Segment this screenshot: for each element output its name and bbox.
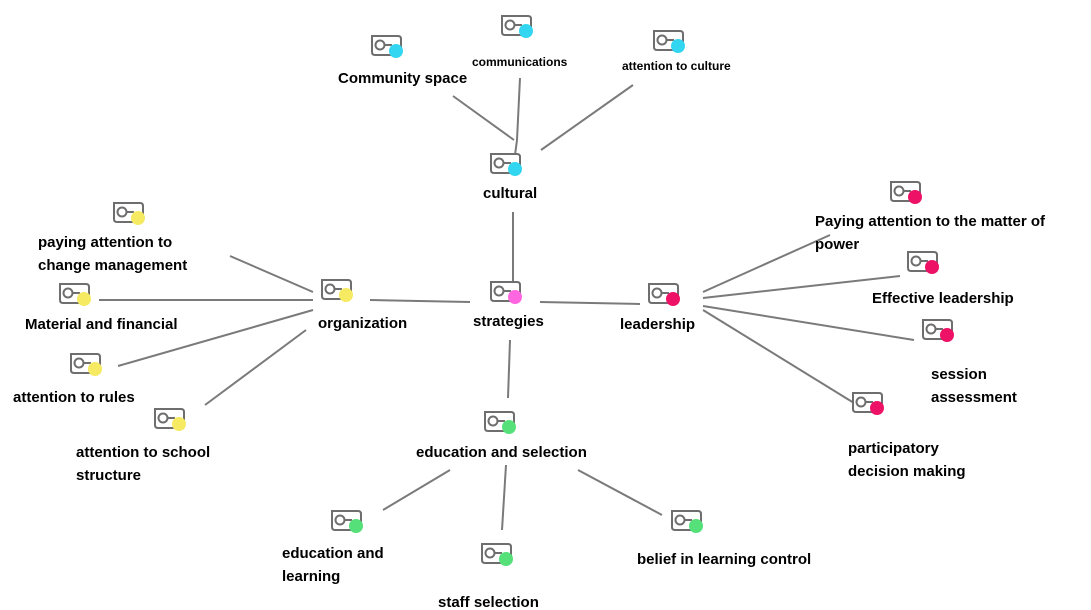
connector-line — [539, 301, 641, 305]
node-icon-leadership — [645, 278, 685, 310]
connector-line — [516, 77, 521, 141]
node-label-community-space: Community space — [338, 70, 468, 87]
node-label-material-and-financial: Material and financial — [25, 316, 178, 333]
node-label-organization: organization — [318, 315, 408, 332]
node-label-effective-leadership: Effective leadership — [872, 290, 1014, 307]
node-label-belief-in-learning-control: belief in learning control — [637, 551, 812, 568]
connector-line — [204, 329, 307, 406]
connector-line — [507, 339, 511, 399]
connector-line — [702, 275, 901, 299]
node-label-cultural: cultural — [483, 185, 538, 202]
node-icon-community-space — [368, 30, 408, 62]
connector-line — [702, 234, 831, 293]
node-label-education-and-learning: education and learning — [282, 545, 384, 585]
node-label-attention-to-culture: attention to culture — [622, 59, 731, 73]
node-label-education-and-selection: education and selection — [416, 444, 587, 461]
connector-line — [452, 95, 515, 141]
connector-line — [501, 464, 507, 531]
connector-line — [702, 305, 915, 341]
connector-line — [117, 309, 314, 367]
connector-line — [369, 299, 471, 303]
node-icon-education-and-learning — [328, 505, 368, 537]
node-label-session-assessment: session assessment — [931, 366, 1017, 406]
node-label-staff-selection: staff selection — [438, 594, 539, 610]
connector-line — [577, 469, 663, 516]
node-icon-belief-in-learning-control — [668, 505, 708, 537]
node-label-attention-to-rules: attention to rules — [13, 389, 135, 406]
connector-line — [540, 84, 634, 151]
connector-line — [229, 255, 314, 293]
connector-line — [382, 469, 451, 511]
node-icon-communications — [498, 10, 538, 42]
node-label-school-structure: attention to school structure — [76, 444, 211, 484]
node-icon-matter-of-power — [887, 176, 927, 208]
node-icon-strategies — [487, 276, 527, 308]
node-icon-material-and-financial — [56, 278, 96, 310]
node-label-change-management: paying attention to change management — [38, 234, 188, 274]
node-label-leadership: leadership — [620, 316, 696, 333]
node-icon-school-structure — [151, 403, 191, 435]
node-icon-attention-to-culture — [650, 25, 690, 57]
node-label-matter-of-power: Paying attention to the matter of power — [815, 213, 1046, 253]
node-icon-cultural — [487, 148, 527, 180]
node-icon-effective-leadership — [904, 246, 944, 278]
node-icon-change-management — [110, 197, 150, 229]
node-icon-education-and-selection — [481, 406, 521, 438]
node-icon-participatory-decision-making — [849, 387, 889, 419]
connector-line — [702, 309, 855, 404]
node-icon-organization — [318, 274, 358, 306]
node-label-participatory-decision-making: participatory decision making — [848, 440, 966, 480]
node-icon-attention-to-rules — [67, 348, 107, 380]
node-icon-session-assessment — [919, 314, 959, 346]
node-icon-staff-selection — [478, 538, 518, 570]
node-label-communications: communications — [472, 55, 568, 69]
node-label-strategies: strategies — [473, 313, 544, 330]
